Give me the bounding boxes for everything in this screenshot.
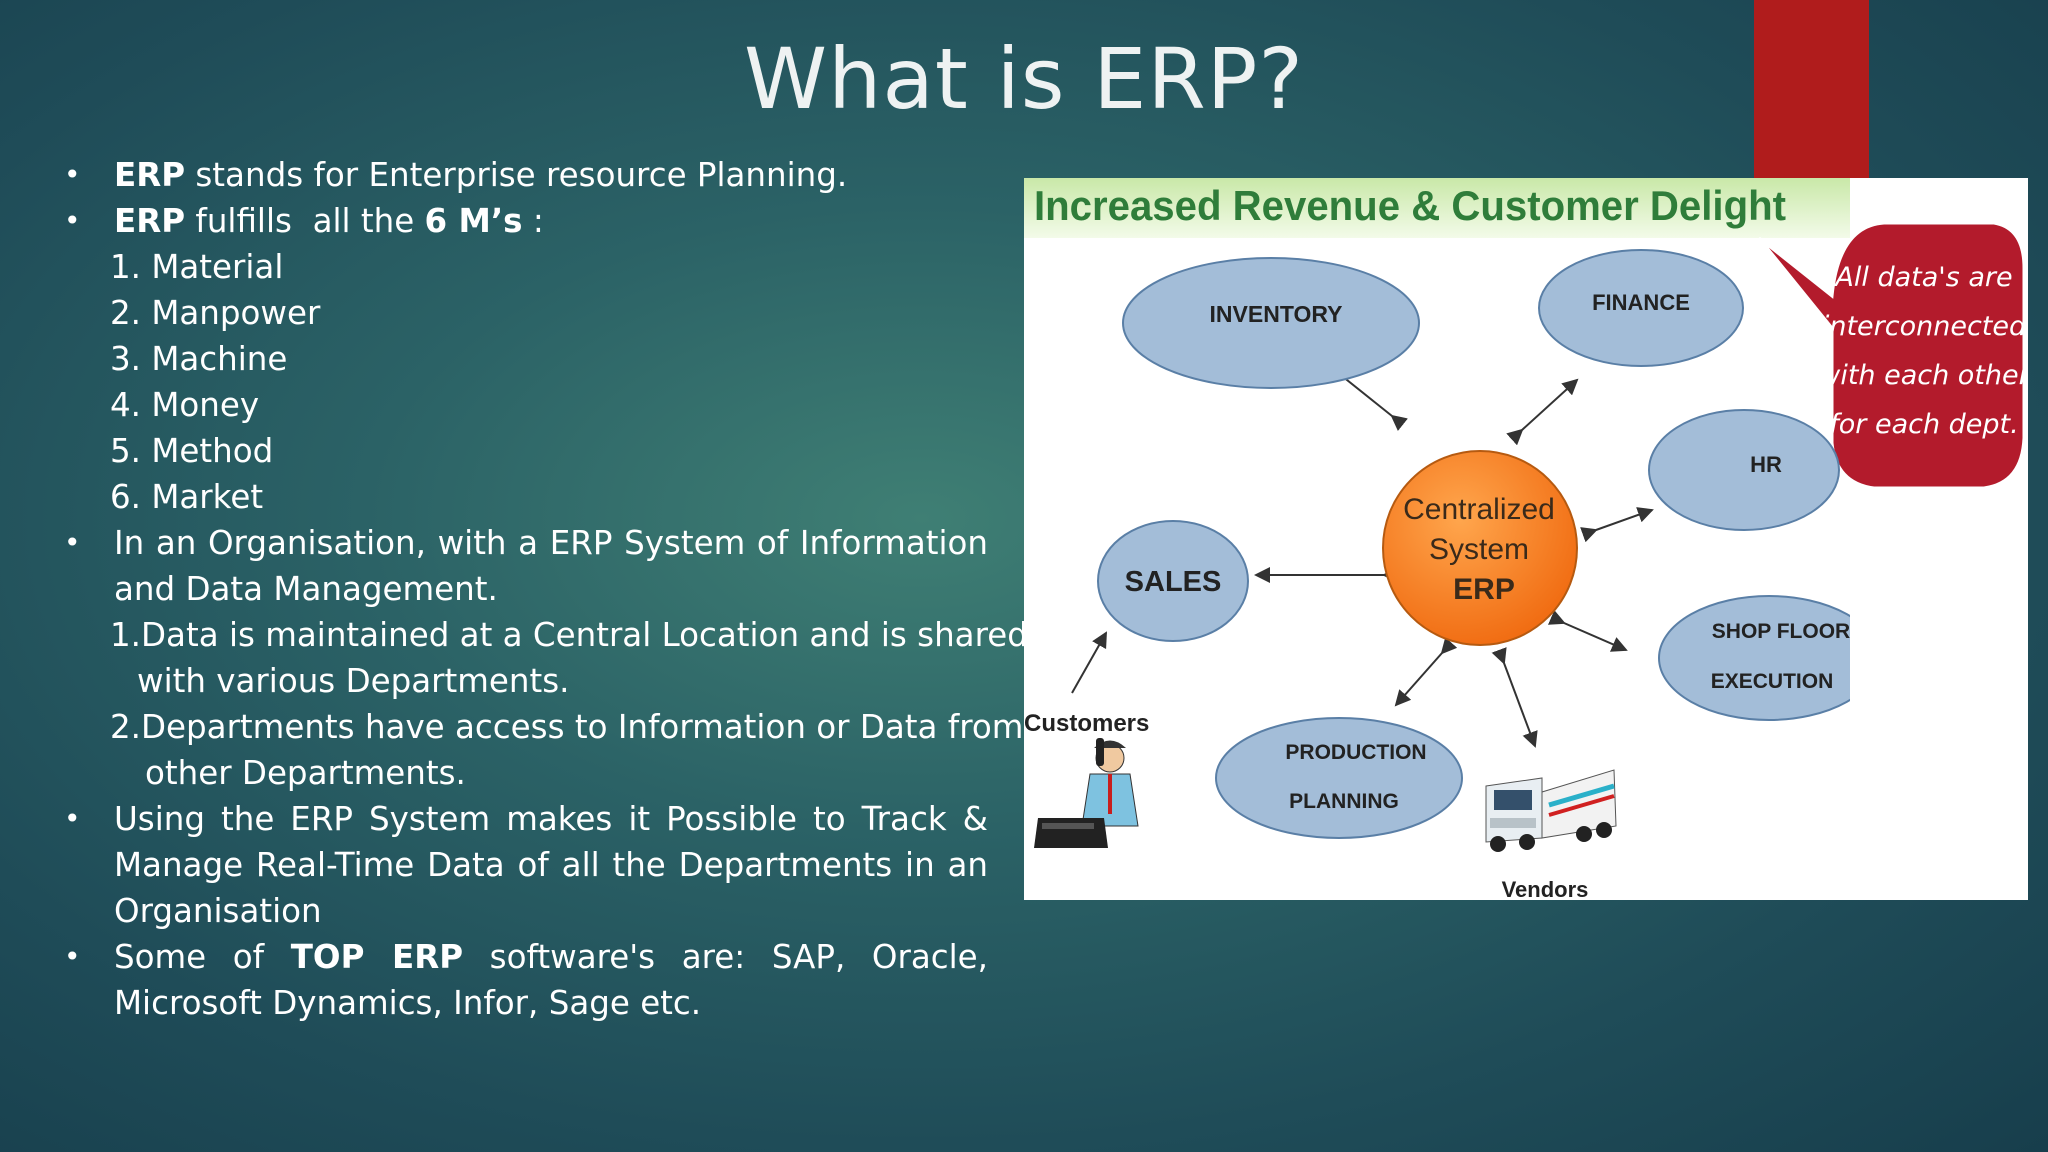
label-customers: Customers: [1024, 710, 1149, 737]
bullet-icon: •: [64, 204, 81, 237]
bubble-finance: [1538, 249, 1744, 367]
callout-bubble: [1757, 221, 2026, 490]
center-erp-circle: [1382, 450, 1578, 646]
bold-6ms: 6 M’s: [424, 202, 523, 240]
bullet-top-erp: • Some of TOP ERP software's are: SAP, O…: [60, 934, 988, 1026]
center-line-3: ERP: [1453, 573, 1515, 606]
bubble-shop-floor: [1658, 595, 1880, 721]
callout-text-4: for each dept.: [1829, 409, 2018, 440]
sub-item-departments-access: 2.Departments have access to Information…: [110, 708, 1024, 746]
bullet-text: Some of: [114, 938, 291, 976]
m-item-manpower: 2. Manpower: [110, 294, 321, 332]
bullet-track-manage: • Using the ERP System makes it Possible…: [60, 796, 988, 934]
bullet-text: fulfills all the: [185, 202, 425, 240]
m-item-money: 4. Money: [110, 386, 260, 424]
center-line-2: System: [1429, 533, 1529, 566]
bullet-text: :: [522, 202, 544, 240]
bullet-icon: •: [64, 940, 81, 973]
bold-erp: ERP: [114, 156, 186, 194]
label-inventory: INVENTORY: [1210, 301, 1343, 327]
bullet-text: software's are: SAP, Oracle, Microsoft D…: [114, 938, 988, 1022]
bullet-erp-definition: • ERP stands for Enterprise resource Pla…: [60, 152, 988, 198]
bubble-hr: [1648, 409, 1840, 531]
label-vendors: Vendors: [1502, 877, 1589, 900]
callout-text-3: with each other: [1818, 360, 2028, 391]
label-execution: EXECUTION: [1711, 670, 1834, 693]
diagram-header-band: [1024, 178, 1850, 238]
label-finance: FINANCE: [1592, 290, 1690, 315]
callout-text-2: interconnected: [1822, 311, 2027, 342]
diagram-header-text: Increased Revenue & Customer Delight: [1034, 182, 1786, 229]
red-accent-bar: [1754, 0, 1869, 180]
slide-content: • ERP stands for Enterprise resource Pla…: [60, 152, 1028, 1026]
bullet-icon: •: [64, 158, 81, 191]
slide-title: What is ERP?: [744, 30, 1304, 128]
bullet-text: Using the ERP System makes it Possible t…: [114, 800, 988, 930]
m-item-material: 1. Material: [110, 248, 284, 286]
bullet-icon: •: [64, 802, 81, 835]
bold-erp: ERP: [114, 202, 186, 240]
bullet-organisation: • In an Organisation, with a ERP System …: [60, 520, 988, 612]
bullet-text: In an Organisation, with a ERP System of…: [114, 524, 988, 608]
label-sales: SALES: [1125, 566, 1222, 598]
customer-phone-icon: [1034, 738, 1139, 848]
callout-text-1: All data's are: [1833, 262, 2012, 293]
label-shop-floor: SHOP FLOOR: [1712, 620, 1850, 643]
bullet-icon: •: [64, 526, 81, 559]
label-production: PRODUCTION: [1285, 741, 1426, 764]
bullet-text: stands for Enterprise resource Planning.: [185, 156, 848, 194]
m-item-market: 6. Market: [110, 478, 264, 516]
vendor-truck-icon: [1485, 769, 1617, 852]
label-hr: HR: [1750, 452, 1782, 477]
sub-item-departments-access-cont: other Departments.: [145, 754, 466, 792]
sub-item-central-location-cont: with various Departments.: [137, 662, 570, 700]
label-planning: PLANNING: [1289, 790, 1399, 813]
bubble-inventory: [1122, 257, 1420, 389]
bubble-clip-right: [1850, 558, 1890, 758]
m-item-method: 5. Method: [110, 432, 274, 470]
sub-item-central-location: 1.Data is maintained at a Central Locati…: [110, 616, 1028, 654]
bullet-6ms: • ERP fulfills all the 6 M’s :: [60, 198, 988, 244]
bold-top-erp: TOP ERP: [290, 938, 464, 976]
m-item-machine: 3. Machine: [110, 340, 288, 378]
center-line-1: Centralized: [1403, 493, 1555, 526]
erp-diagram-image: Increased Revenue & Customer Delight All…: [1024, 178, 2028, 900]
bubble-sales: [1097, 520, 1249, 642]
bubble-production: [1215, 717, 1463, 839]
